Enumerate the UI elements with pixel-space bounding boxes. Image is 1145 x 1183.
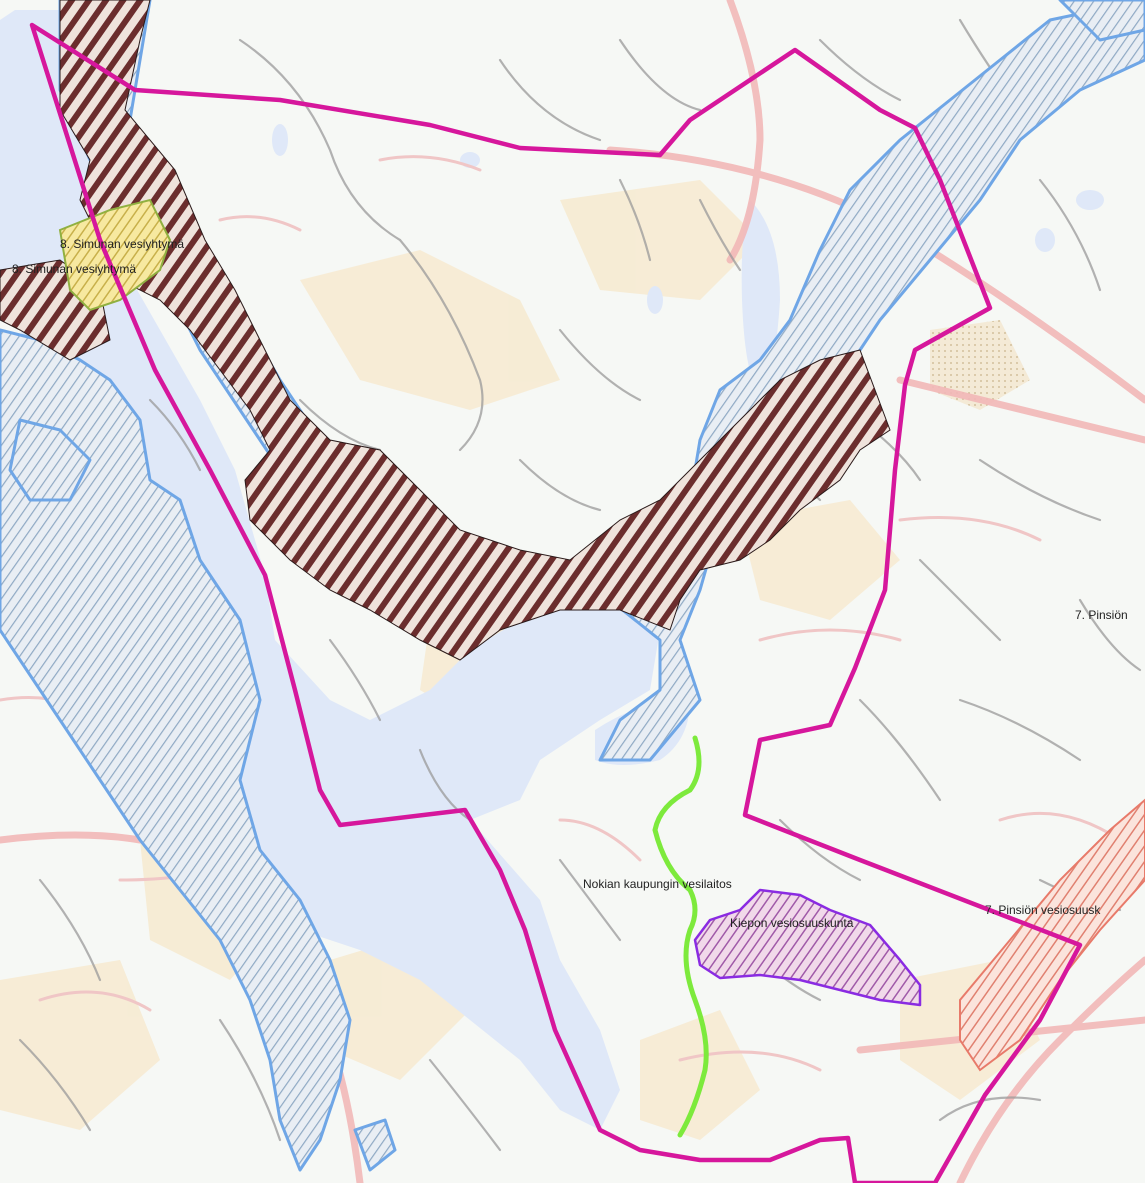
water-pipeline[interactable] xyxy=(652,735,709,1138)
label-nokian: Nokian kaupungin vesilaitos xyxy=(583,877,732,891)
dotted-area xyxy=(930,320,1030,410)
label-simunan-1: 8. Simunan vesiyhtymä xyxy=(60,237,184,251)
simunan-area xyxy=(58,198,172,312)
label-pinsio-1: 7. Pinsiön xyxy=(1075,608,1128,622)
classified-area-hatched xyxy=(59,0,891,661)
label-kiepon: Kiepon vesiosuuskunta xyxy=(730,916,854,930)
label-pinsio-2: 7. Pinsiön vesiosuusk xyxy=(985,903,1101,917)
kiepon-area[interactable] xyxy=(693,888,922,1007)
label-simunan-2: 8. Simunan vesiyhtymä xyxy=(12,262,136,276)
study-area-boundary xyxy=(29,22,1083,1183)
